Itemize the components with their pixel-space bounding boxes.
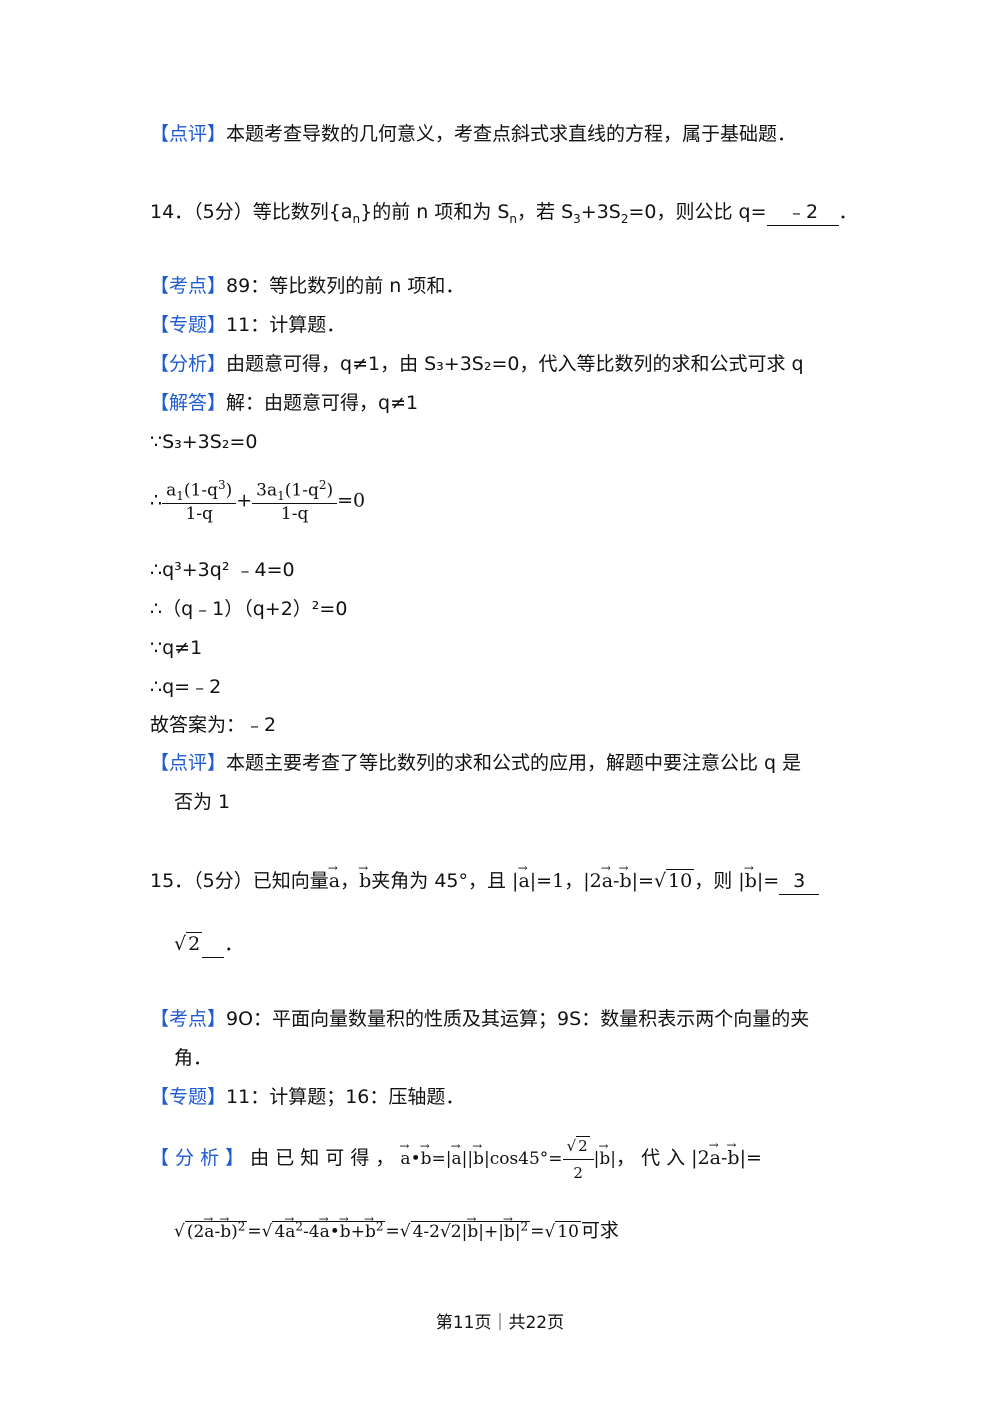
q14-step4: ∴（q﹣1）（q+2）²=0 bbox=[150, 598, 348, 620]
q14-stem-part: 14．（5分）等比数列{a bbox=[150, 201, 353, 223]
zhuanti-text: 11：计算题；16：压轴题． bbox=[226, 1086, 465, 1108]
q14-jieda: 【解答】解：由题意可得，q≠1 bbox=[150, 390, 418, 416]
kaodian-text: 89：等比数列的前 n 项和． bbox=[226, 275, 465, 297]
q15-kaodian-cont: 角． bbox=[174, 1047, 213, 1069]
fraction-1: a1(1-q3)1-q bbox=[162, 478, 237, 524]
kaodian-tag: 【考点】 bbox=[150, 275, 227, 297]
kaodian-tag: 【考点】 bbox=[150, 1008, 227, 1030]
kaodian-text: 9O：平面向量数量积的性质及其运算；9S：数量积表示两个向量的夹 bbox=[226, 1008, 810, 1030]
q14-stem: 14．（5分）等比数列{an}的前 n 项和为 Sn，若 S3+3S2=0，则公… bbox=[150, 199, 858, 226]
q14-step2-equation: ∴a1(1-q3)1-q+3a1(1-q2)1-q=0 bbox=[150, 478, 366, 525]
dianping-text: 本题主要考查了等比数列的求和公式的应用，解题中要注意公比 q 是 bbox=[226, 752, 802, 774]
q14-step3: ∴q³+3q² ﹣4=0 bbox=[150, 559, 295, 581]
dianping-tag: 【点评】 bbox=[150, 752, 227, 774]
page-footer: 第11页｜共22页 bbox=[435, 1313, 565, 1333]
q15-answer-blank: 3 bbox=[779, 868, 820, 895]
zhuanti-text: 11：计算题． bbox=[226, 314, 346, 336]
q14-stem-part: +3S bbox=[580, 201, 621, 223]
jieda-tag: 【解答】 bbox=[150, 392, 227, 414]
q15-stem: 15．（5分）已知向量a，b夹角为 45°，且 |a|=1，|2a-b|=√10… bbox=[150, 855, 820, 895]
comment-text: 本题考查导数的几何意义，考查点斜式求直线的方程，属于基础题． bbox=[226, 123, 797, 145]
q15-zhuanti: 【专题】11：计算题；16：压轴题． bbox=[150, 1084, 464, 1110]
fenxi-text-2: ， 代 入 bbox=[616, 1147, 686, 1169]
fenxi-tail: 可求 bbox=[580, 1219, 619, 1242]
q14-stem-part: =0，则公比 q= bbox=[628, 201, 767, 223]
q15-stem-part: ，则 bbox=[694, 870, 733, 892]
q14-zhuanti: 【专题】11：计算题． bbox=[150, 312, 345, 338]
q14-fenxi: 【分析】由题意可得，q≠1，由 S₃+3S₂=0，代入等比数列的求和公式可求 q bbox=[150, 351, 804, 377]
fraction-2: 3a1(1-q2)1-q bbox=[252, 478, 338, 524]
q14-step6: ∴q=﹣2 bbox=[150, 676, 222, 698]
q15-kaodian: 【考点】9O：平面向量数量积的性质及其运算；9S：数量积表示两个向量的夹 bbox=[150, 1006, 809, 1032]
q14-dianping: 【点评】本题主要考查了等比数列的求和公式的应用，解题中要注意公比 q 是 bbox=[150, 750, 801, 776]
zhuanti-tag: 【专题】 bbox=[150, 314, 227, 336]
q15-answer-cont: √2 ． bbox=[174, 931, 243, 958]
q15-fenxi-equation: √(2a-b)2=√4a2-4a•b+b2=√4-2√2|b|+|b|2=√10… bbox=[174, 1206, 619, 1245]
q15-fenxi: 【 分 析 】 由 已 知 可 得 ， a•b=|a||b|cos45°=√22… bbox=[150, 1132, 762, 1186]
q15-answer-radicand: 2 bbox=[186, 932, 203, 955]
comment-tag: 【点评】 bbox=[150, 123, 227, 145]
q14-final: 故答案为：﹣2 bbox=[150, 714, 277, 736]
q14-step1: ∵S₃+3S₂=0 bbox=[150, 431, 258, 453]
fenxi-text: 由题意可得，q≠1，由 S₃+3S₂=0，代入等比数列的求和公式可求 q bbox=[226, 353, 804, 375]
zhuanti-tag: 【专题】 bbox=[150, 1086, 227, 1108]
q15-stem-part: 15．（5分）已知向量 bbox=[150, 870, 329, 892]
q14-kaodian: 【考点】89：等比数列的前 n 项和． bbox=[150, 273, 464, 299]
q14-step5: ∵q≠1 bbox=[150, 637, 203, 659]
jieda-text: 解：由题意可得，q≠1 bbox=[226, 392, 419, 414]
fenxi-tag: 【 分 析 】 bbox=[150, 1147, 245, 1169]
q14-dianping-cont: 否为 1 bbox=[174, 791, 231, 813]
q15-stem-part: 夹角为 45°，且 bbox=[371, 870, 506, 892]
fenxi-tag: 【分析】 bbox=[150, 353, 227, 375]
q14-answer-blank: ﹣2 bbox=[766, 199, 839, 226]
q13-comment: 【点评】本题考查导数的几何意义，考查点斜式求直线的方程，属于基础题． bbox=[150, 121, 796, 147]
fenxi-text: 由 已 知 可 得 ， bbox=[250, 1147, 395, 1169]
q14-stem-part: ，若 S bbox=[517, 201, 574, 223]
q14-stem-part: }的前 n 项和为 S bbox=[360, 201, 510, 223]
